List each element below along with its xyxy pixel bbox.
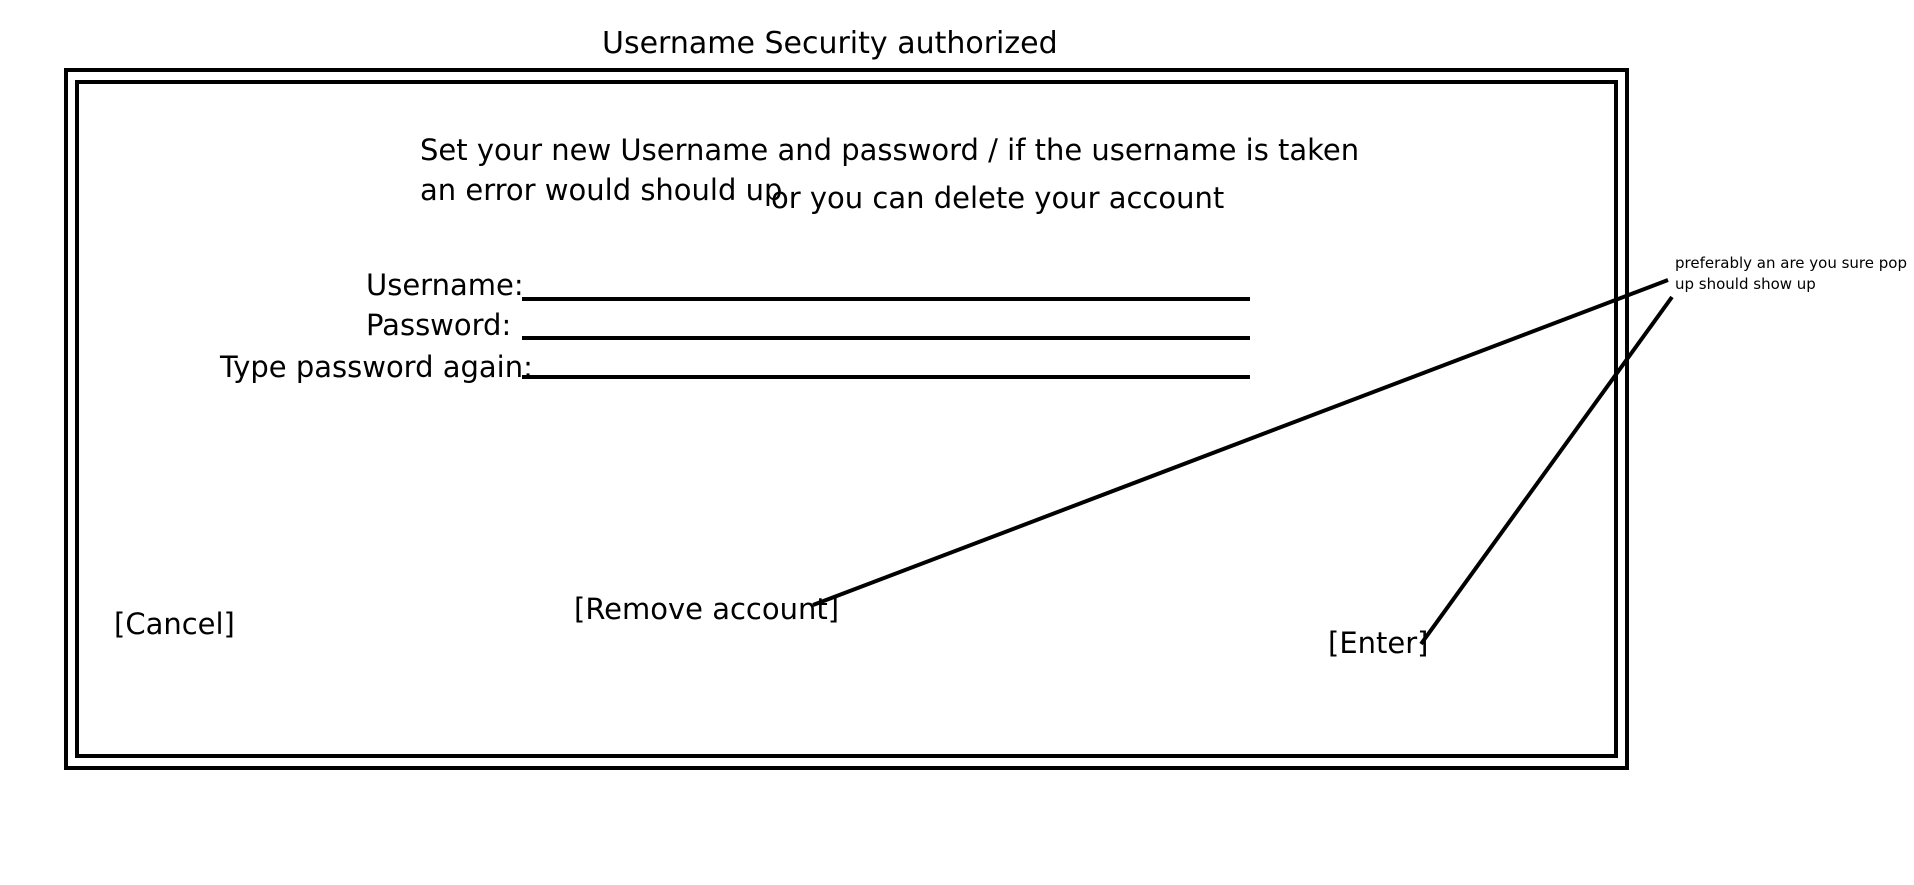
enter-button[interactable]: [Enter] (1328, 626, 1429, 660)
username-label: Username: (366, 268, 524, 302)
remove-account-button[interactable]: [Remove account] (574, 592, 840, 626)
instruction-line-2: an error would should up (420, 173, 783, 207)
username-field[interactable] (522, 297, 1250, 301)
cancel-button[interactable]: [Cancel] (114, 607, 235, 641)
dialog-title: Username Security authorized (602, 26, 1058, 61)
password-again-label: Type password again: (220, 350, 533, 384)
password-label: Password: (366, 308, 512, 342)
annotation-note: preferably an are you sure pop up should… (1675, 254, 1907, 293)
instruction-line-1: Set your new Username and password / if … (420, 133, 1360, 167)
password-again-field[interactable] (522, 375, 1250, 379)
instruction-line-2-continued: or you can delete your account (771, 181, 1225, 215)
password-field[interactable] (522, 336, 1250, 340)
